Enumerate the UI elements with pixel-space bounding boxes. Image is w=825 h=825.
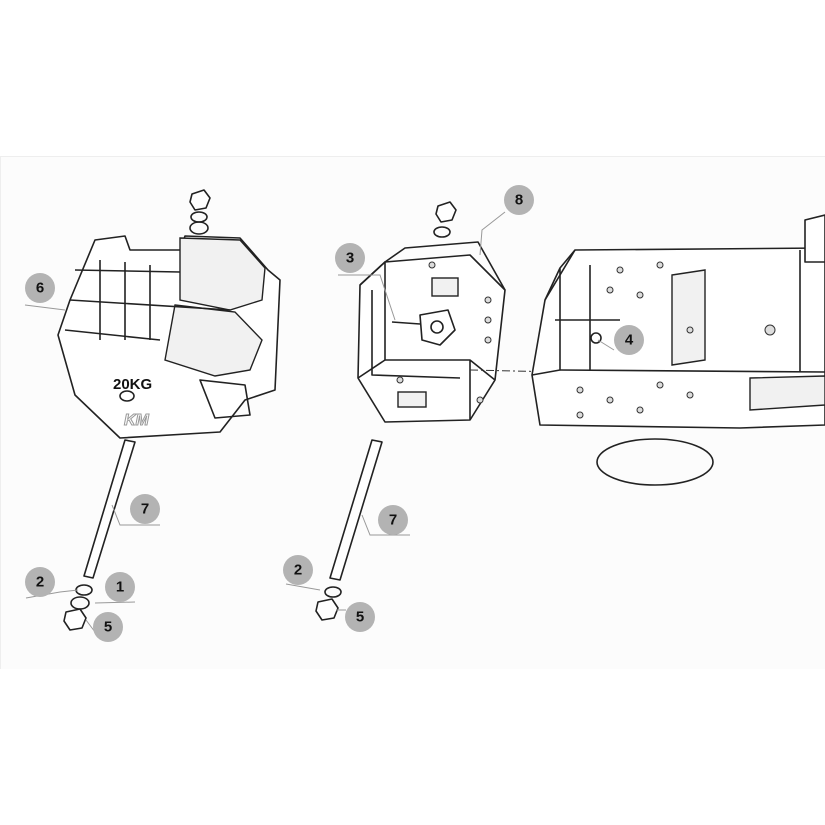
callout-5b: 5 [345,602,375,632]
nut-stack-bottom-left [63,584,93,631]
bracket-box [357,241,506,423]
callout-number: 5 [104,619,112,636]
callout-number: 2 [294,562,302,579]
leader-lines [24,211,615,633]
callout-number: 7 [389,512,397,529]
nut-stack-bottom-middle [315,586,342,621]
callout-4: 4 [614,325,644,355]
callout-number: 3 [346,250,354,267]
callout-number: 8 [515,192,523,209]
callout-2b: 2 [283,555,313,585]
rod-middle [329,439,383,581]
callout-number: 2 [36,574,44,591]
weight-label: 20KG [113,376,152,393]
callout-number: 4 [625,332,634,349]
callout-5a: 5 [93,612,123,642]
tractor-frame [531,214,825,429]
callout-8: 8 [504,185,534,215]
callout-number: 7 [141,501,149,518]
callout-2a: 2 [25,567,55,597]
callout-3: 3 [335,243,365,273]
callout-7a: 7 [130,494,160,524]
nut-stack-top-left [189,189,211,235]
callout-number: 1 [116,579,124,596]
suitcase-weight: 20KG KM [57,235,281,439]
nut-stack-top-middle [433,201,457,238]
callout-number: 5 [356,609,364,626]
km-logo: KM [124,412,150,429]
highlight-ellipse [596,438,714,486]
callout-7b: 7 [378,505,408,535]
callout-number: 6 [36,280,44,297]
callout-1: 1 [105,572,135,602]
callout-6: 6 [25,273,55,303]
rod-left [83,439,136,579]
